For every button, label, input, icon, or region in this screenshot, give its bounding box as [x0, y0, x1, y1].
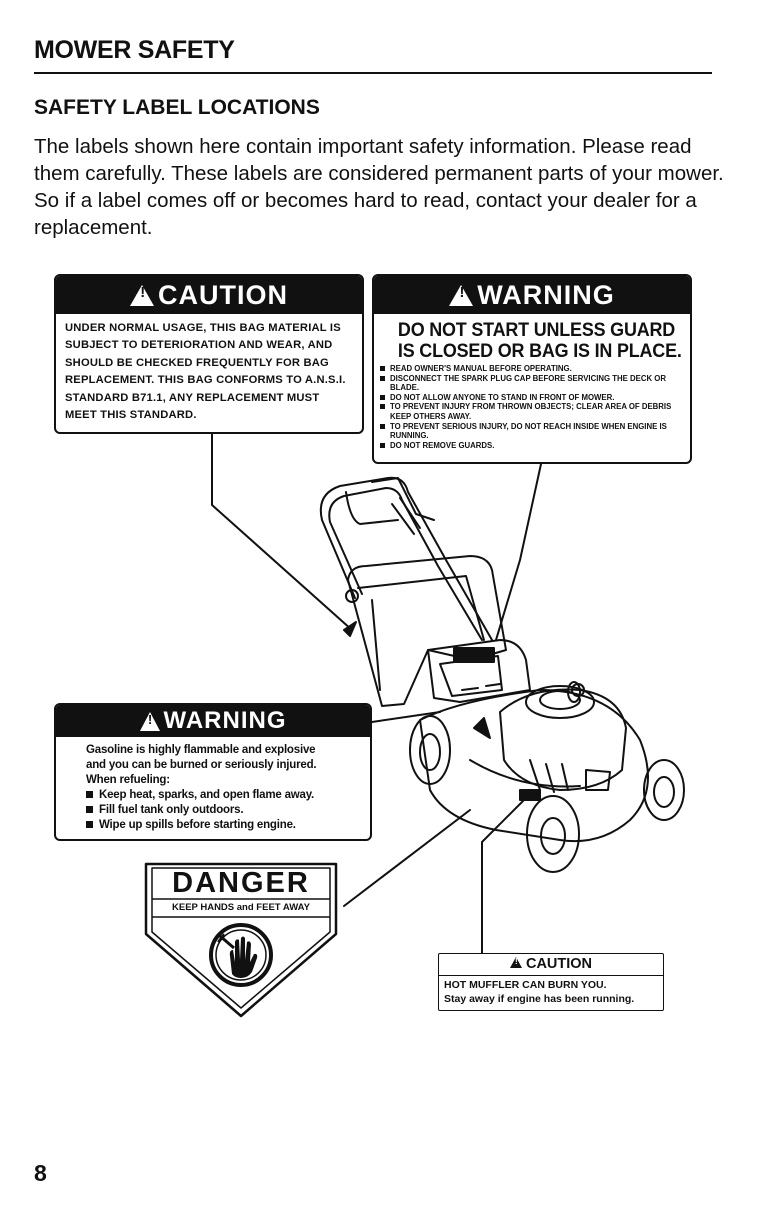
warning-guard-label: WARNING DO NOT START UNLESS GUARD IS CLO…: [372, 274, 692, 464]
page-number: 8: [34, 1160, 47, 1186]
warning-signal-word: WARNING: [477, 279, 615, 310]
leader-line-muffler: [481, 795, 529, 954]
title-rule: [34, 72, 712, 74]
caution-signal-word: CAUTION: [525, 956, 593, 972]
list-item: DO NOT REMOVE GUARDS.: [380, 441, 684, 451]
caution-muffler-text: HOT MUFFLER CAN BURN YOU. Stay away if e…: [439, 976, 663, 1006]
alert-triangle-icon: [139, 711, 160, 731]
caution-signal-word: CAUTION: [158, 279, 288, 310]
fuel-line-1: Gasoline is highly flammable and explosi…: [86, 744, 316, 756]
warning-guard-headline-2: IS CLOSED OR BAG IS IN PLACE.: [397, 340, 682, 362]
caution-bag-label: CAUTION UNDER NORMAL USAGE, THIS BAG MAT…: [54, 274, 364, 434]
warning-signal-word: WARNING: [163, 707, 287, 734]
leader-arrow-bag: [343, 621, 357, 637]
warning-signal-bar: WARNING: [374, 276, 690, 314]
warning-guard-headline-1: DO NOT START UNLESS GUARD: [397, 319, 676, 341]
warning-signal-bar: WARNING: [56, 705, 370, 737]
intro-paragraph: The labels shown here contain important …: [34, 135, 724, 239]
warning-fuel-list: Keep heat, sparks, and open flame away. …: [86, 788, 370, 833]
warning-fuel-text: Gasoline is highly flammable and explosi…: [56, 737, 370, 833]
muffler-line-1: HOT MUFFLER CAN BURN YOU.: [444, 979, 607, 991]
leader-line-bag: [211, 433, 353, 631]
list-item: DO NOT ALLOW ANYONE TO STAND IN FRONT OF…: [380, 393, 684, 403]
list-item: READ OWNER'S MANUAL BEFORE OPERATING.: [380, 364, 684, 374]
warning-guard-headline: DO NOT START UNLESS GUARD IS CLOSED OR B…: [374, 314, 682, 364]
leader-line-guard: [495, 463, 542, 641]
list-item: DISCONNECT THE SPARK PLUG CAP BEFORE SER…: [380, 374, 684, 393]
muffler-line-2: Stay away if engine has been running.: [444, 993, 635, 1005]
caution-signal-bar: CAUTION: [56, 276, 362, 314]
section-title: MOWER SAFETY: [34, 36, 235, 64]
danger-signal-word: DANGER: [172, 867, 310, 899]
list-item: TO PREVENT SERIOUS INJURY, DO NOT REACH …: [380, 422, 684, 441]
alert-triangle-icon: [130, 284, 154, 306]
caution-muffler-header: CAUTION: [439, 954, 663, 976]
warning-guard-list: READ OWNER'S MANUAL BEFORE OPERATING. DI…: [374, 364, 690, 450]
caution-bag-text: UNDER NORMAL USAGE, THIS BAG MATERIAL IS…: [65, 322, 346, 422]
list-item: Fill fuel tank only outdoors.: [86, 803, 370, 818]
list-item: Wipe up spills before starting engine.: [86, 818, 370, 833]
sub-title: SAFETY LABEL LOCATIONS: [34, 96, 320, 119]
alert-triangle-icon: [509, 957, 522, 968]
leader-line-fuel: [371, 711, 441, 723]
hand-blade-icon: [209, 923, 273, 987]
danger-label: DANGER KEEP HANDS and FEET AWAY: [138, 858, 344, 1022]
danger-text: KEEP HANDS and FEET AWAY: [172, 902, 310, 913]
caution-muffler-label: CAUTION HOT MUFFLER CAN BURN YOU. Stay a…: [438, 953, 664, 1011]
warning-fuel-label: WARNING Gasoline is highly flammable and…: [54, 703, 372, 841]
alert-triangle-icon: [449, 284, 474, 306]
fuel-line-2: and you can be burned or seriously injur…: [86, 759, 317, 771]
fuel-line-3: When refueling:: [86, 774, 170, 786]
list-item: Keep heat, sparks, and open flame away.: [86, 788, 370, 803]
list-item: TO PREVENT INJURY FROM THROWN OBJECTS; C…: [380, 402, 684, 421]
